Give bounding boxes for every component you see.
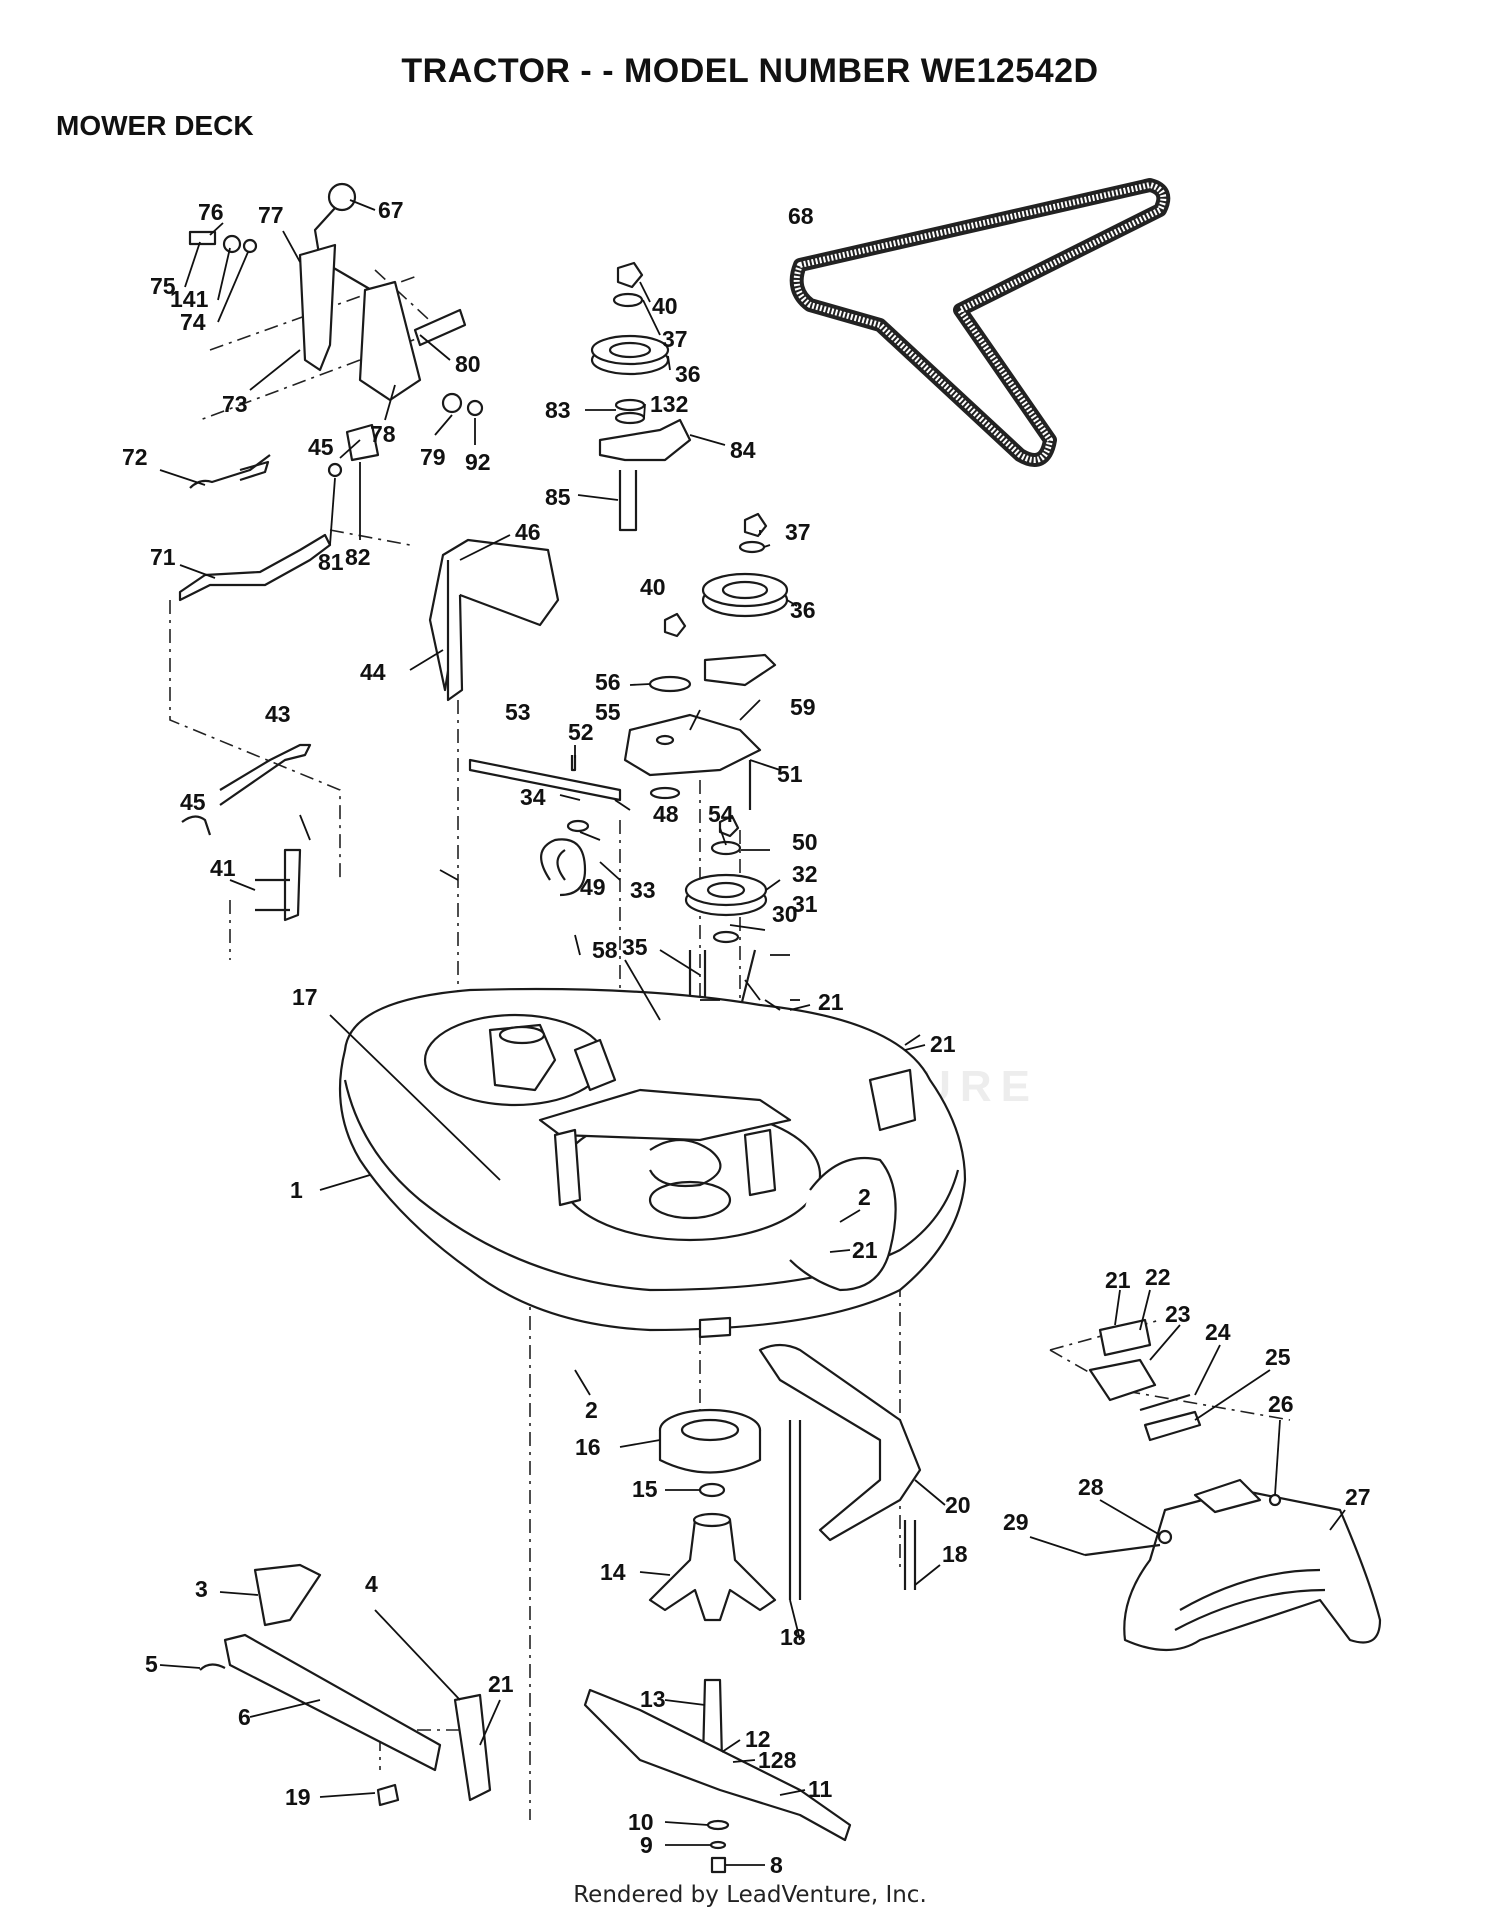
callout-label: 128 xyxy=(758,1747,797,1773)
callout-label: 71 xyxy=(150,544,176,570)
callout-label: 68 xyxy=(788,203,814,229)
callout-label: 29 xyxy=(1003,1509,1029,1535)
callout-label: 21 xyxy=(1105,1267,1131,1293)
blade-spindle xyxy=(583,1343,922,1874)
callout-label: 43 xyxy=(265,701,291,727)
callout-label: 10 xyxy=(628,1809,654,1835)
callout-label: 83 xyxy=(545,397,571,423)
callout-label: 31 xyxy=(792,891,818,917)
footer-credit: Rendered by LeadVenture, Inc. xyxy=(573,1882,927,1908)
callout-label: 16 xyxy=(575,1434,601,1460)
callout-label: 51 xyxy=(777,761,803,787)
callout-label: 12 xyxy=(745,1726,771,1752)
callout-label: 27 xyxy=(1345,1484,1371,1510)
callout-label: 37 xyxy=(785,519,811,545)
callout-label: 77 xyxy=(258,202,284,228)
callout-label: 2 xyxy=(858,1184,871,1210)
callout-label: 32 xyxy=(792,861,818,887)
callout-label: 24 xyxy=(1205,1319,1231,1345)
callout-label: 67 xyxy=(378,197,404,223)
callout-label: 81 xyxy=(318,549,344,575)
callout-label: 41 xyxy=(210,855,236,881)
callout-label: 45 xyxy=(308,434,334,460)
callout-label: 26 xyxy=(1268,1391,1294,1417)
callout-label: 9 xyxy=(640,1832,653,1858)
callout-label: 25 xyxy=(1265,1344,1291,1370)
callout-label: 18 xyxy=(780,1624,806,1650)
callout-label: 23 xyxy=(1165,1301,1191,1327)
callout-label: 84 xyxy=(730,437,756,463)
callout-label: 59 xyxy=(790,694,816,720)
lift-linkage xyxy=(178,182,484,922)
callout-label: 46 xyxy=(515,519,541,545)
callout-label: 82 xyxy=(345,544,371,570)
callout-label: 78 xyxy=(370,421,396,447)
callout-label: 55 xyxy=(595,699,621,725)
callout-label: 36 xyxy=(790,597,816,623)
callout-label: 37 xyxy=(662,326,688,352)
section-title: MOWER DECK xyxy=(56,110,254,141)
callout-label: 34 xyxy=(520,784,546,810)
callout-label: 50 xyxy=(792,829,818,855)
callout-label: 53 xyxy=(505,699,531,725)
callout-label: 132 xyxy=(650,391,688,417)
callout-label: 75 xyxy=(150,273,176,299)
callout-label: 74 xyxy=(180,309,206,335)
callout-label: 141 xyxy=(170,286,209,312)
discharge-chute xyxy=(1084,1318,1382,1652)
callout-label: 54 xyxy=(708,801,734,827)
callout-label: 30 xyxy=(772,901,798,927)
callout-label: 18 xyxy=(942,1541,968,1567)
callout-label: 49 xyxy=(580,874,606,900)
callout-label: 2 xyxy=(585,1397,598,1423)
callout-label: 21 xyxy=(852,1237,878,1263)
callout-label: 40 xyxy=(652,293,678,319)
callout-label: 13 xyxy=(640,1686,666,1712)
callout-label: 21 xyxy=(488,1671,514,1697)
callout-label: 44 xyxy=(360,659,386,685)
callout-label: 4 xyxy=(365,1571,378,1597)
callout-label: 72 xyxy=(122,444,148,470)
mower-deck xyxy=(338,987,967,1339)
callout-label: 22 xyxy=(1145,1264,1171,1290)
lower-linkage xyxy=(199,1563,492,1807)
drive-belt xyxy=(789,178,1171,467)
callout-label: 17 xyxy=(292,984,318,1010)
callout-label: 45 xyxy=(180,789,206,815)
callout-label: 8 xyxy=(770,1852,783,1878)
leader-lines xyxy=(159,199,1346,1866)
callout-label: 73 xyxy=(222,391,248,417)
callout-label: 92 xyxy=(465,449,491,475)
callout-label: 36 xyxy=(675,361,701,387)
callout-label: 76 xyxy=(198,199,224,225)
callout-label: 56 xyxy=(595,669,621,695)
callout-label: 14 xyxy=(600,1559,626,1585)
idler-assembly xyxy=(428,261,789,1020)
callout-label: 3 xyxy=(195,1576,208,1602)
callout-label: 48 xyxy=(653,801,679,827)
callout-label: 28 xyxy=(1078,1474,1104,1500)
callout-label: 21 xyxy=(818,989,844,1015)
callout-label: 40 xyxy=(640,574,666,600)
callout-label: 52 xyxy=(568,719,594,745)
callout-label: 35 xyxy=(622,934,648,960)
callout-label: 21 xyxy=(930,1031,956,1057)
callout-label: 79 xyxy=(420,444,446,470)
callout-label: 80 xyxy=(455,351,481,377)
callout-label: 20 xyxy=(945,1492,971,1518)
callout-label: 33 xyxy=(630,877,656,903)
callout-label: 11 xyxy=(808,1776,833,1802)
callout-label: 15 xyxy=(632,1476,658,1502)
callout-label: 85 xyxy=(545,484,571,510)
callout-label: 6 xyxy=(238,1704,251,1730)
callout-label: 1 xyxy=(290,1177,303,1203)
callout-labels: 76 77 67 75 141 74 80 73 78 79 92 72 45 … xyxy=(122,197,1371,1878)
callout-label: 19 xyxy=(285,1784,311,1810)
callout-label: 5 xyxy=(145,1651,158,1677)
callout-label: 58 xyxy=(592,937,618,963)
page-title: TRACTOR - - MODEL NUMBER WE12542D xyxy=(401,52,1099,90)
